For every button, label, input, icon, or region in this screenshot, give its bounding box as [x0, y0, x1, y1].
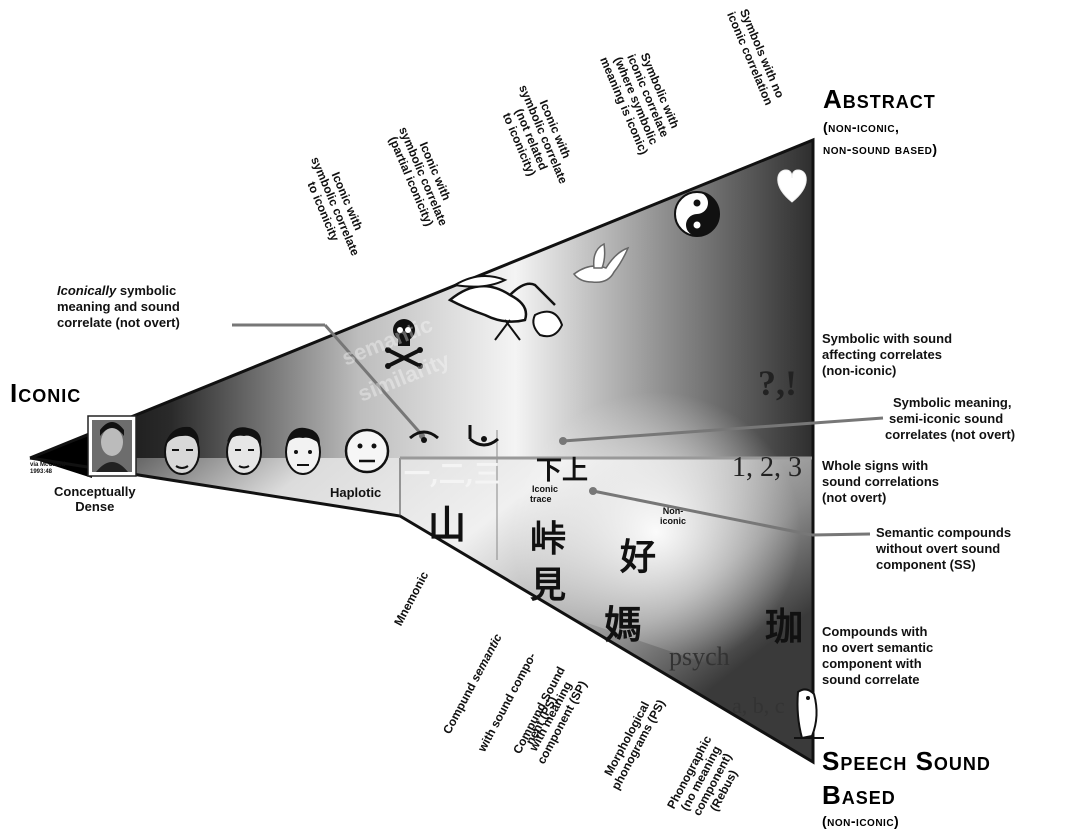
- char-peak: 峠: [530, 518, 567, 560]
- chars-down-up: 下上: [536, 456, 589, 486]
- heart-icon: [777, 169, 807, 203]
- char-mountain: 山: [428, 502, 467, 547]
- abc-letters: a, b, c: [732, 693, 785, 718]
- chars-one-two-three: 一,二,三: [404, 460, 501, 490]
- triangle-outline: [29, 137, 815, 765]
- iconic-title: Iconic: [10, 378, 82, 408]
- char-jia: 珈: [765, 604, 804, 649]
- abstract-title: Abstract (non-iconic, non-sound based): [823, 84, 938, 157]
- face-realistic-1: [164, 426, 200, 475]
- leader-lines: [232, 323, 884, 537]
- dove-icon: [572, 242, 630, 284]
- skull-crossbones-icon: [385, 319, 423, 369]
- face-cartoon: [285, 427, 321, 475]
- stork-icon: [447, 275, 564, 341]
- haplotic-label: Haplotic: [330, 485, 382, 500]
- owl-icon: [794, 688, 824, 740]
- psych-word: psych: [669, 642, 730, 671]
- question-exclaim: ?,!: [758, 363, 797, 403]
- iconically-symbolic-label: Iconically symbolic meaning and sound co…: [57, 283, 180, 330]
- numbers-123: 1, 2, 3: [732, 452, 802, 483]
- yin-yang-icon: [674, 191, 720, 237]
- face-minimal: [409, 425, 499, 447]
- credit-line-1: via McCloud: [30, 462, 66, 468]
- non-iconic-label: Non-iconic: [660, 506, 687, 526]
- char-see: 見: [530, 564, 567, 606]
- credit-line-2: 1993:48: [30, 469, 53, 475]
- face-realistic-2: [226, 427, 262, 475]
- face-simple: [344, 428, 390, 474]
- photo-portrait: [87, 415, 137, 477]
- char-ma: 媽: [604, 602, 643, 647]
- triangle-tip: [30, 435, 92, 478]
- char-good: 好: [620, 536, 657, 578]
- speech-sound-title: Speech Sound Based (non-iconic): [822, 746, 991, 829]
